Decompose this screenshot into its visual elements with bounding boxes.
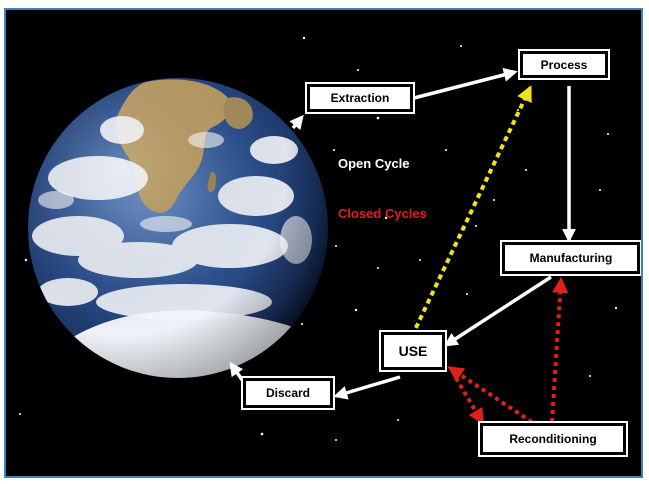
node-use: USE — [379, 330, 447, 372]
arrow-manufacturing-to-use — [443, 275, 552, 347]
arrow-use-to-discard — [333, 375, 401, 400]
legend-open-cycle: Open Cycle — [338, 156, 410, 171]
diagram-canvas — [19, 36, 618, 441]
closed-cycle-arrows — [447, 276, 569, 425]
arrow-earth-to-extraction — [289, 114, 304, 131]
earth — [28, 78, 328, 378]
arrow-discard-to-earth — [229, 361, 247, 386]
arrow-use-to-reconditioning — [454, 376, 484, 425]
node-manufacturing: Manufacturing — [500, 240, 641, 276]
arrow-reconditioning-to-manufacturing — [550, 276, 569, 423]
legend-closed-cycles: Closed Cycles — [338, 206, 427, 221]
node-discard: Discard — [241, 376, 335, 410]
node-extraction: Extraction — [305, 82, 415, 114]
return-arrow — [410, 85, 532, 337]
arrow-extraction-to-process — [413, 68, 518, 100]
starfield — [19, 36, 618, 441]
node-process: Process — [518, 49, 610, 80]
arrow-use-to-process-dotted — [410, 85, 532, 337]
arrow-reconditioning-to-use — [447, 366, 534, 424]
node-reconditioning: Reconditioning — [478, 421, 628, 457]
open-cycle-arrows — [229, 68, 576, 400]
diagram-frame: Extraction Process Manufacturing USE Dis… — [4, 8, 643, 478]
